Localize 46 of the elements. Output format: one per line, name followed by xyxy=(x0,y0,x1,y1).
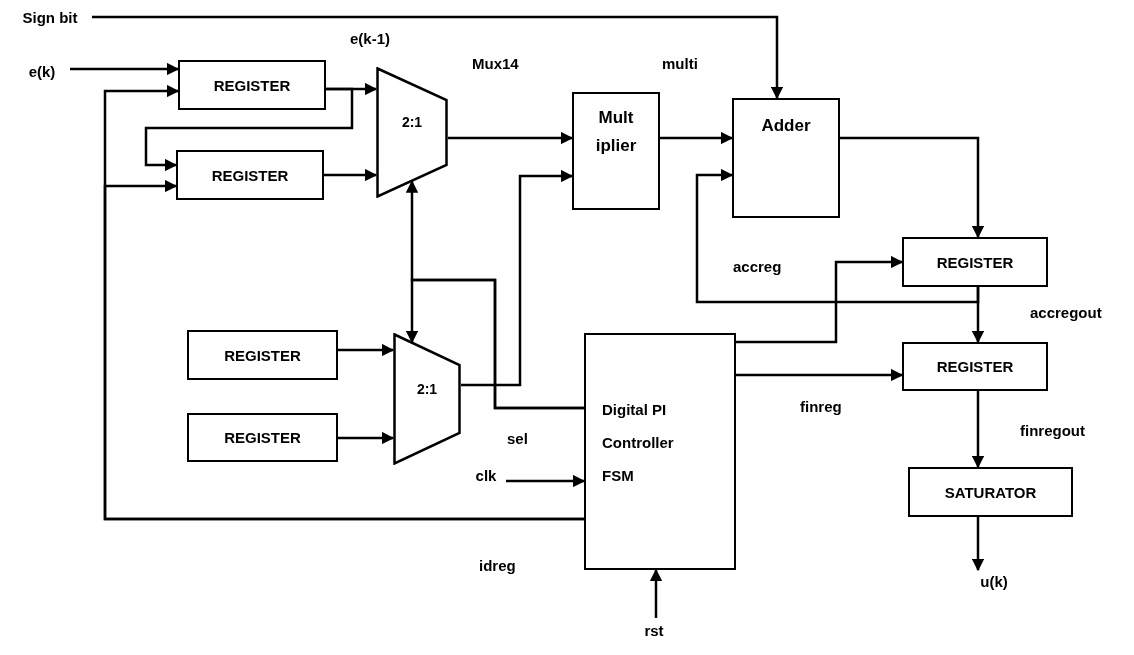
register-block: REGISTER xyxy=(187,413,338,462)
signal-name: finreg xyxy=(800,398,842,415)
signal-name: finregout xyxy=(1020,422,1085,439)
signal-name: idreg xyxy=(479,557,516,574)
signal-label: Sign bit xyxy=(8,6,92,28)
arrow xyxy=(660,131,734,145)
signal-name: accreg xyxy=(733,258,782,275)
register-block: SATURATOR xyxy=(908,467,1073,517)
arrow xyxy=(971,517,985,572)
signal-name: accregout xyxy=(1030,304,1102,321)
multiplexer: 2:1 xyxy=(393,333,461,465)
register-block: REGISTER xyxy=(178,60,326,110)
arrow xyxy=(338,343,395,357)
signal-label: e(k) xyxy=(14,60,70,82)
multiplexer: 2:1 xyxy=(376,67,448,198)
multiplier-block: Mult iplier xyxy=(572,92,660,210)
register-block: REGISTER xyxy=(176,150,324,200)
signal-name: Mux14 xyxy=(472,55,519,72)
arrow xyxy=(840,136,985,239)
signal-name: multi xyxy=(662,55,698,72)
arrow xyxy=(736,368,904,382)
signal-label: u(k) xyxy=(966,570,1022,592)
arrow xyxy=(92,15,784,100)
arrow xyxy=(461,169,574,387)
signal-label: rst xyxy=(632,618,676,642)
register-block: REGISTER xyxy=(902,237,1048,287)
arrow xyxy=(338,431,395,445)
arrow xyxy=(971,287,985,344)
arrow xyxy=(70,62,180,76)
arrow xyxy=(103,179,584,521)
arrow xyxy=(971,391,985,469)
arrow xyxy=(324,168,378,182)
adder-block: Adder xyxy=(732,98,840,218)
register-block: REGISTER xyxy=(902,342,1048,391)
register-block: REGISTER xyxy=(187,330,338,380)
arrow xyxy=(144,87,354,172)
signal-name: e(k-1) xyxy=(350,30,390,47)
arrow xyxy=(649,568,663,618)
signal-label: clk xyxy=(466,464,506,486)
arrow xyxy=(448,131,574,145)
signal-name: sel xyxy=(507,430,528,447)
controller-block: Digital PI Controller FSM xyxy=(584,333,736,570)
arrow xyxy=(405,278,584,410)
arrow xyxy=(695,168,980,304)
arrow xyxy=(736,255,904,344)
arrow xyxy=(506,474,586,488)
